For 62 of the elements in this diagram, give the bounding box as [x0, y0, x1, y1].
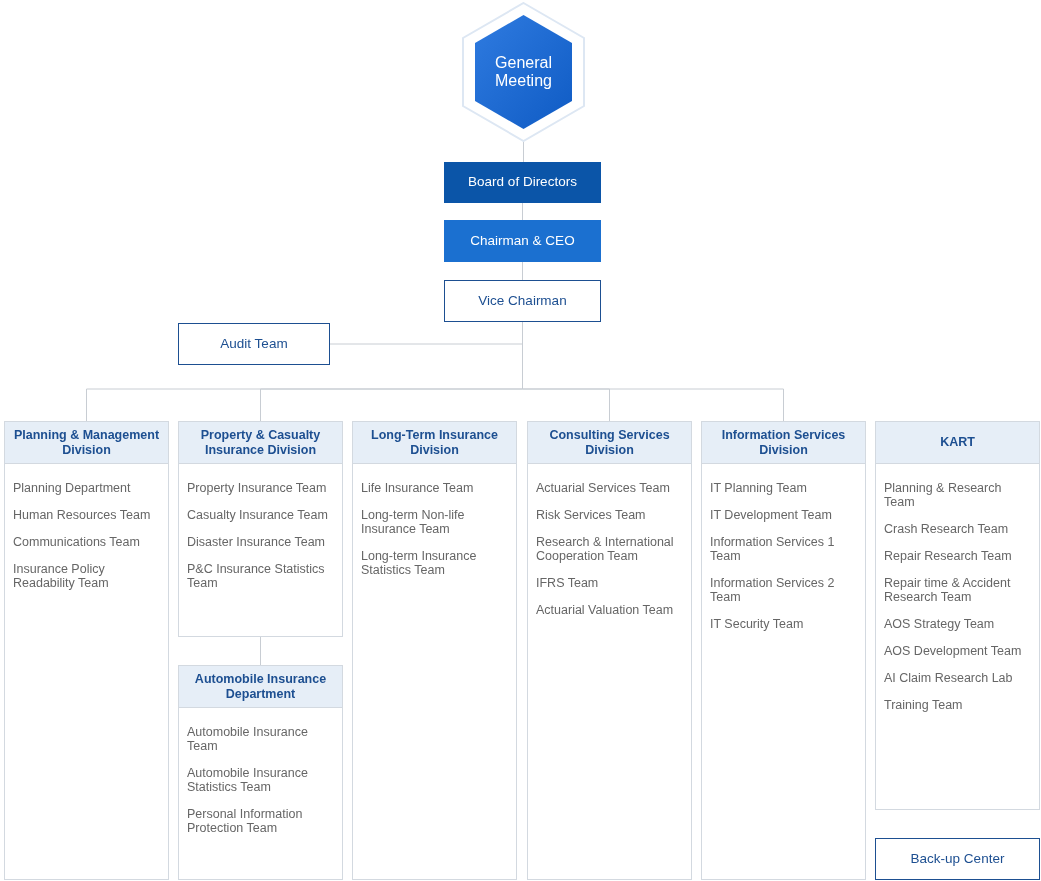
team-name: IT Planning Team	[710, 481, 808, 495]
team-name: AI Claim Research Lab	[884, 671, 1014, 685]
division-header: Property & Casualty Insurance Division	[179, 422, 342, 464]
division-header: Long-Term Insurance Division	[353, 422, 516, 464]
org-box	[444, 162, 601, 203]
team-name: Planning & Research Team	[884, 481, 1003, 509]
division-panel	[4, 421, 169, 880]
team-name: Personal Information Protection Team	[187, 807, 304, 835]
org-box	[444, 220, 601, 262]
team-name: Information Services 2 Team	[710, 576, 836, 604]
team-name: Disaster Insurance Team	[187, 535, 327, 549]
division-panel	[352, 421, 517, 880]
team-name: Communications Team	[13, 535, 141, 549]
node-label: Vice Chairman	[478, 291, 567, 310]
node-label: Audit Team	[220, 334, 288, 353]
division-panel	[527, 421, 692, 880]
node-label: Board of Directors	[468, 173, 577, 192]
team-name: Casualty Insurance Team	[187, 508, 329, 522]
node-label: Chairman & CEO	[470, 231, 575, 250]
team-name: Life Insurance Team	[361, 481, 475, 495]
team-name: Insurance Policy Readability Team	[13, 562, 110, 590]
team-name: Risk Services Team	[536, 508, 647, 522]
division-header: Consulting Services Division	[528, 422, 691, 464]
division-header: Automobile Insurance Department	[179, 666, 342, 708]
team-name: AOS Strategy Team	[884, 617, 996, 631]
connector-line	[522, 202, 523, 221]
team-name: Long-term Insurance Statistics Team	[361, 549, 478, 577]
team-name: Long-term Non-life Insurance Team	[361, 508, 466, 536]
team-name: Automobile Insurance Team	[187, 725, 309, 753]
division-panel	[178, 421, 343, 637]
team-name: IFRS Team	[536, 576, 600, 590]
division-header: Information Services Division	[702, 422, 865, 464]
division-panel	[701, 421, 866, 880]
node-label: General Meeting	[494, 54, 553, 90]
team-name: IT Security Team	[710, 617, 805, 631]
node-label: Back-up Center	[910, 849, 1005, 868]
connector-line	[522, 261, 523, 281]
connector-line	[523, 141, 524, 163]
team-name: Planning Department	[13, 481, 132, 495]
team-name: Research & International Cooperation Team	[536, 535, 675, 563]
team-name: IT Development Team	[710, 508, 833, 522]
team-name: Repair Research Team	[884, 549, 1013, 563]
team-name: Crash Research Team	[884, 522, 1010, 536]
division-panel	[875, 421, 1040, 810]
hexagon-node	[462, 2, 585, 142]
team-name: Actuarial Valuation Team	[536, 603, 675, 617]
team-name: Training Team	[884, 698, 964, 712]
team-name: Actuarial Services Team	[536, 481, 671, 495]
org-box	[875, 838, 1040, 880]
team-name: Human Resources Team	[13, 508, 152, 522]
team-name: P&C Insurance Statistics Team	[187, 562, 326, 590]
org-box	[178, 323, 330, 365]
team-name: Repair time & Accident Research Team	[884, 576, 1012, 604]
team-name: AOS Development Team	[884, 644, 1023, 658]
connector-line	[260, 636, 261, 666]
division-header: KART	[876, 422, 1039, 464]
team-name: Property Insurance Team	[187, 481, 328, 495]
org-box	[444, 280, 601, 322]
division-header: Planning & Management Division	[5, 422, 168, 464]
division-panel	[178, 665, 343, 880]
team-name: Information Services 1 Team	[710, 535, 836, 563]
team-name: Automobile Insurance Statistics Team	[187, 766, 309, 794]
